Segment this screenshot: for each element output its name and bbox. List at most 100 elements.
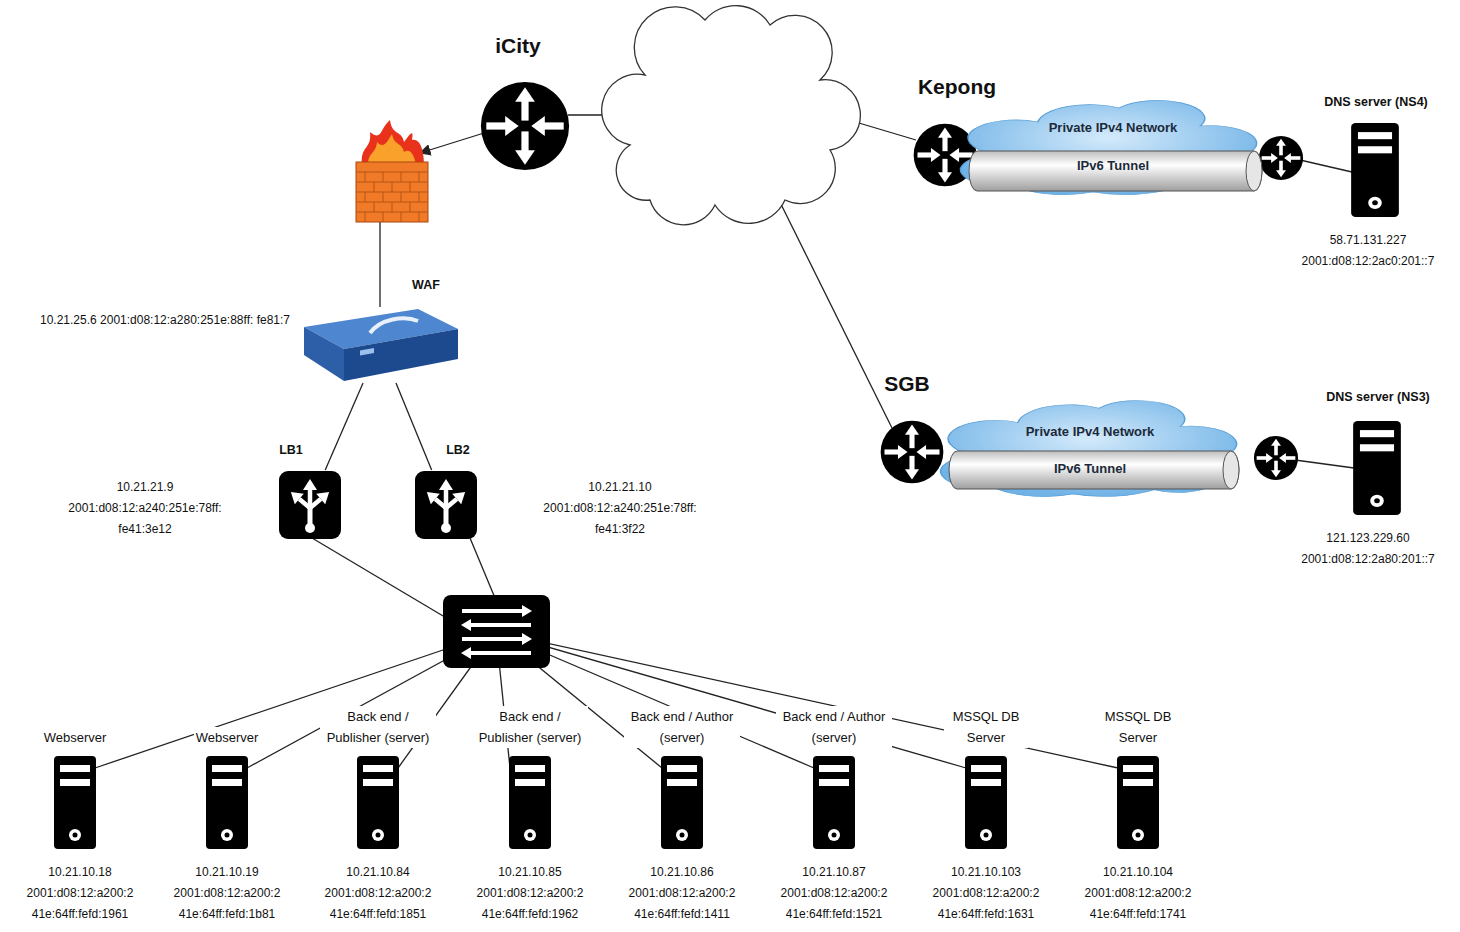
server-bay	[515, 765, 545, 772]
address-text: 10.21.10.85 2001:d08:12:a200:2 41e:64ff:…	[454, 862, 606, 925]
router-arrow	[515, 131, 535, 164]
router-body	[1259, 136, 1303, 180]
server-button-dot	[376, 833, 381, 838]
address-text: 10.21.21.10 2001:d08:12:a240:251e:78ff: …	[523, 477, 717, 540]
brick-joint	[401, 192, 402, 202]
node-label: IPv6 Tunnel	[1077, 157, 1149, 174]
arrow-tip	[1276, 139, 1286, 146]
wire	[379, 222, 380, 307]
node-label: Back end / Author (server)	[624, 706, 740, 748]
address-text: 10.21.10.103 2001:d08:12:a200:2 41e:64ff…	[910, 862, 1062, 925]
lb-hub	[305, 523, 315, 533]
node-label: Back end / Publisher (server)	[320, 706, 436, 748]
address-text: 10.21.25.6 2001:d08:12:a280:251e:88ff: f…	[38, 308, 292, 332]
network-node: Back end / Publisher (server)10.21.10.84…	[356, 755, 400, 850]
brick-joint	[365, 172, 366, 182]
server-button-dot	[225, 833, 230, 838]
router-arrow	[515, 87, 535, 120]
server-button-dot	[73, 833, 78, 838]
router-arrow	[1262, 153, 1278, 163]
brick-joint	[410, 202, 411, 212]
arrow-stem	[1274, 445, 1278, 456]
arrow-stem	[1285, 456, 1295, 460]
server-button-dot	[1374, 498, 1380, 503]
server-button	[372, 829, 384, 841]
network-node: Webserver10.21.10.19 2001:d08:12:a200:2 …	[205, 755, 249, 850]
router-arrow	[917, 148, 940, 162]
server-body	[813, 756, 855, 849]
arrow-stem	[917, 152, 932, 157]
node-label: LB2	[444, 442, 472, 458]
server-bay	[60, 765, 90, 772]
brick-joint	[383, 212, 384, 222]
server-body	[1351, 123, 1399, 217]
arrow-tip	[1266, 453, 1273, 463]
server-bay	[60, 779, 90, 786]
brick-joint	[365, 212, 366, 222]
router-arrow	[1271, 461, 1281, 478]
node-label: Private IPv4 Network	[1049, 119, 1178, 136]
node-label: Back end / Publisher (server)	[472, 706, 588, 748]
server-body	[1117, 756, 1159, 849]
server-bay	[819, 779, 849, 786]
network-node: MSSQL DB Server10.21.10.104 2001:d08:12:…	[1116, 755, 1160, 850]
branch-tip	[316, 487, 333, 505]
brick-joint	[419, 212, 420, 222]
server-outline	[1352, 420, 1402, 516]
branch-tip	[303, 479, 317, 490]
lb-body	[415, 471, 477, 539]
firewall-wall	[356, 162, 428, 222]
router-arrow	[1284, 153, 1300, 163]
arrow-stem	[1290, 156, 1300, 160]
address-text: 10.21.10.87 2001:d08:12:a200:2 41e:64ff:…	[758, 862, 910, 925]
network-node: SGB	[880, 420, 944, 484]
brick-joint	[383, 192, 384, 202]
server-body	[54, 756, 96, 849]
arrow-tip	[1276, 170, 1286, 177]
node-label: DNS server (NS3)	[1324, 389, 1432, 405]
brick-joint	[374, 182, 375, 192]
arrow-stem	[884, 449, 899, 454]
brick-joint	[401, 172, 402, 182]
server-outline	[964, 755, 1008, 850]
branch-tip	[439, 479, 453, 490]
address-text: 10.21.21.9 2001:d08:12:a240:251e:78ff: f…	[48, 477, 242, 540]
address-text: 10.21.10.18 2001:d08:12:a200:2 41e:64ff:…	[4, 862, 156, 925]
node-label: LB1	[277, 442, 305, 458]
arrow-tip	[531, 116, 545, 136]
server-body	[509, 756, 551, 849]
server-outline	[660, 755, 704, 850]
tunnel-end	[1223, 451, 1239, 489]
server-button-dot	[680, 833, 685, 838]
arrow-tip	[1279, 453, 1286, 463]
network-node: Back end / Author (server)10.21.10.87 20…	[812, 755, 856, 850]
arrow-tip	[1271, 439, 1281, 446]
server-outline	[356, 755, 400, 850]
server-button-dot	[984, 833, 989, 838]
switch-arrow	[462, 637, 522, 641]
server-button-dot	[1372, 200, 1378, 205]
branch-stem	[310, 499, 321, 508]
brick-line	[356, 212, 428, 213]
link-line	[325, 383, 363, 470]
server-bay	[212, 765, 242, 772]
server-button	[69, 829, 81, 841]
router-outline	[880, 420, 944, 484]
server-outline	[508, 755, 552, 850]
network-node: LB110.21.21.9 2001:d08:12:a240:251e:78ff…	[278, 470, 342, 540]
firewall	[356, 120, 428, 222]
network-node: DNS server (NS3)121.123.229.60 2001:d08:…	[1352, 420, 1402, 516]
arrow-tip	[515, 87, 535, 101]
router-body	[481, 82, 569, 170]
router-arrow	[916, 445, 939, 459]
node-label: Kepong	[918, 74, 996, 100]
wire	[1295, 460, 1354, 468]
arrow-tip	[1271, 153, 1278, 163]
router-arrow	[1271, 439, 1281, 456]
tunnel-body	[969, 151, 1262, 191]
network-node: LB210.21.21.10 2001:d08:12:a240:251e:78f…	[414, 470, 478, 540]
brick-line	[356, 192, 428, 193]
waf-side	[304, 327, 344, 381]
waf-outline	[300, 305, 460, 383]
